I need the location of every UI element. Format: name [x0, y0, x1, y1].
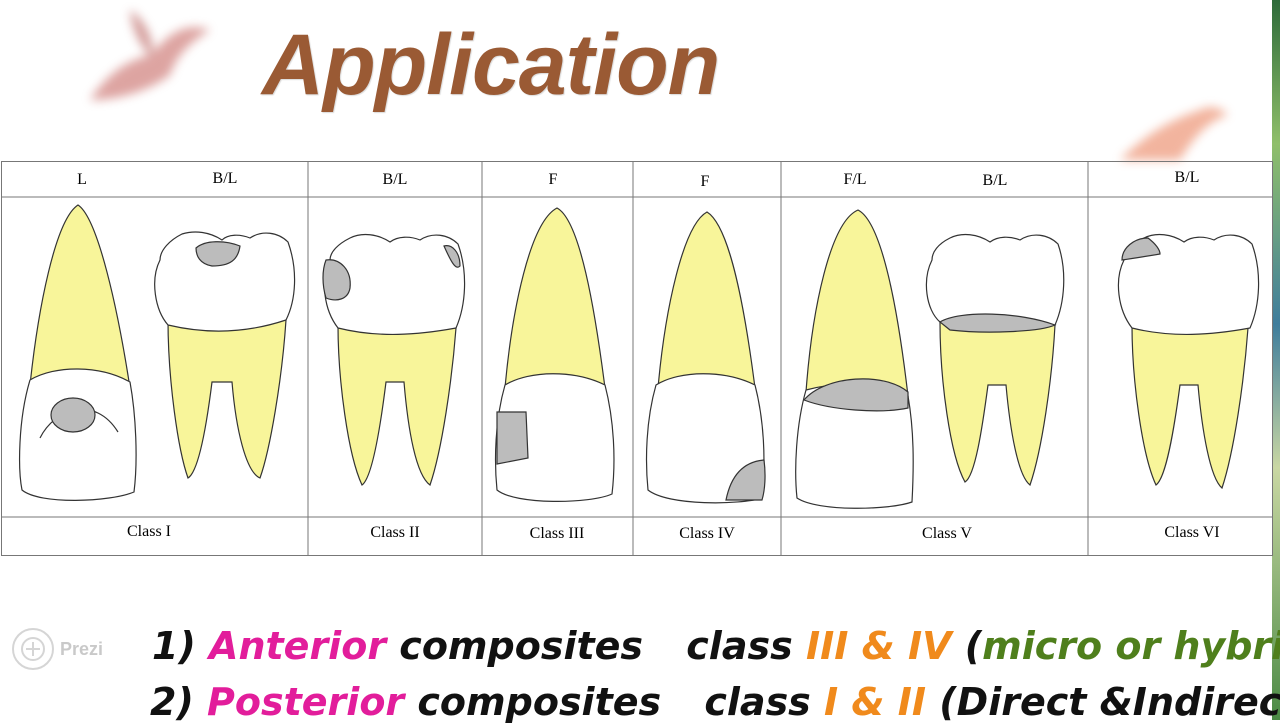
tooth-molar-class1 — [154, 231, 296, 479]
line2-class-word: class — [704, 680, 811, 724]
line1-number: 1) — [152, 624, 196, 668]
line2-word: composites — [417, 680, 662, 724]
surface-label-bl-class2: B/L — [383, 171, 408, 188]
page-title: Application — [262, 17, 720, 113]
tooth-molar-class6 — [1117, 233, 1260, 490]
line1-class-word: class — [686, 624, 793, 668]
table-grid — [1, 161, 1273, 556]
line-anterior-composites: 1) Anterior composites class III & IV (m… — [152, 624, 1280, 668]
class-label-6: Class VI — [1164, 524, 1219, 541]
tooth-anterior-class5 — [795, 209, 914, 509]
prezi-watermark-label: Prezi — [60, 638, 104, 659]
tooth-molar-class5 — [925, 233, 1065, 486]
line2-paren-open: ( — [939, 680, 957, 724]
class-label-3: Class III — [530, 525, 585, 542]
cavity-classification-figure: L B/L B/L F F F/L B/L B/L Class I Class … — [0, 160, 1274, 556]
class-label-4: Class IV — [679, 525, 735, 542]
bird-decoration-left — [90, 10, 210, 101]
surface-label-l: L — [77, 171, 87, 188]
line1-type: Anterior — [209, 624, 387, 668]
line2-class-value: I & II — [824, 680, 927, 724]
tooth-anterior-class3 — [494, 207, 615, 502]
surface-label-bl-class6: B/L — [1175, 169, 1200, 186]
surface-label-f-class4: F — [701, 173, 710, 190]
surface-label-bl-class5: B/L — [983, 172, 1008, 189]
prezi-watermark: Prezi — [12, 628, 103, 670]
line1-note: micro or hybrid — [982, 624, 1280, 668]
class-label-5: Class V — [922, 525, 972, 542]
prezi-logo-icon — [12, 628, 54, 670]
tooth-incisor-class1 — [19, 204, 137, 501]
line2-number: 2) — [150, 680, 194, 724]
line-posterior-composites: 2) Posterior composites class I & II (Di… — [150, 680, 1280, 724]
class-label-1: Class I — [127, 523, 171, 540]
line2-type: Posterior — [207, 680, 405, 724]
tooth-molar-class2 — [322, 233, 466, 486]
line1-class-value: III & IV — [805, 624, 952, 668]
surface-label-f-class3: F — [549, 171, 558, 188]
surface-label-bl-class1: B/L — [213, 170, 238, 187]
surface-label-fl-class5: F/L — [843, 171, 866, 188]
right-edge-strip — [1272, 0, 1280, 720]
bird-decoration-right — [1120, 107, 1228, 160]
tooth-anterior-class4 — [645, 211, 766, 504]
line2-note: Direct &Indirect — [956, 680, 1280, 724]
class-label-2: Class II — [370, 524, 419, 541]
line1-word: composites — [399, 624, 644, 668]
line1-paren-open: ( — [964, 624, 983, 668]
